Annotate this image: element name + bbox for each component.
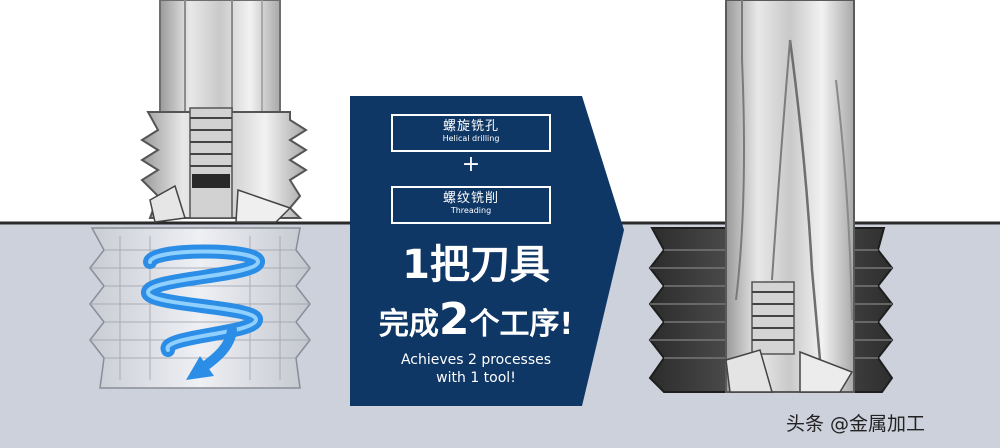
one-tool-headline: 1把刀具 [402,242,550,288]
two-processes-headline: 完成2个工序! [351,298,601,343]
english-caption-line2: with 1 tool! [436,370,516,386]
helical-drilling-box: 螺旋铣孔 Helical drilling [391,114,551,152]
threading-label-en: Threading [450,206,492,215]
headline-part-c: 个工序! [469,307,574,342]
threading-label-zh: 螺纹铣削 [442,191,499,206]
left-milling-tool [140,0,308,223]
helical-drilling-label-zh: 螺旋铣孔 [442,119,499,134]
threading-box: 螺纹铣削 Threading [391,186,551,224]
helical-path [141,244,265,380]
process-arrow-panel [350,96,624,406]
right-milling-tool [725,0,855,393]
english-caption-line1: Achieves 2 processes [400,352,552,368]
watermark: 头条 @金属加工 [786,413,926,435]
headline-number: 2 [438,294,470,345]
plus-sign: + [461,152,481,177]
helical-drilling-label-en: Helical drilling [442,134,500,143]
headline-part-a: 完成 [378,307,439,342]
